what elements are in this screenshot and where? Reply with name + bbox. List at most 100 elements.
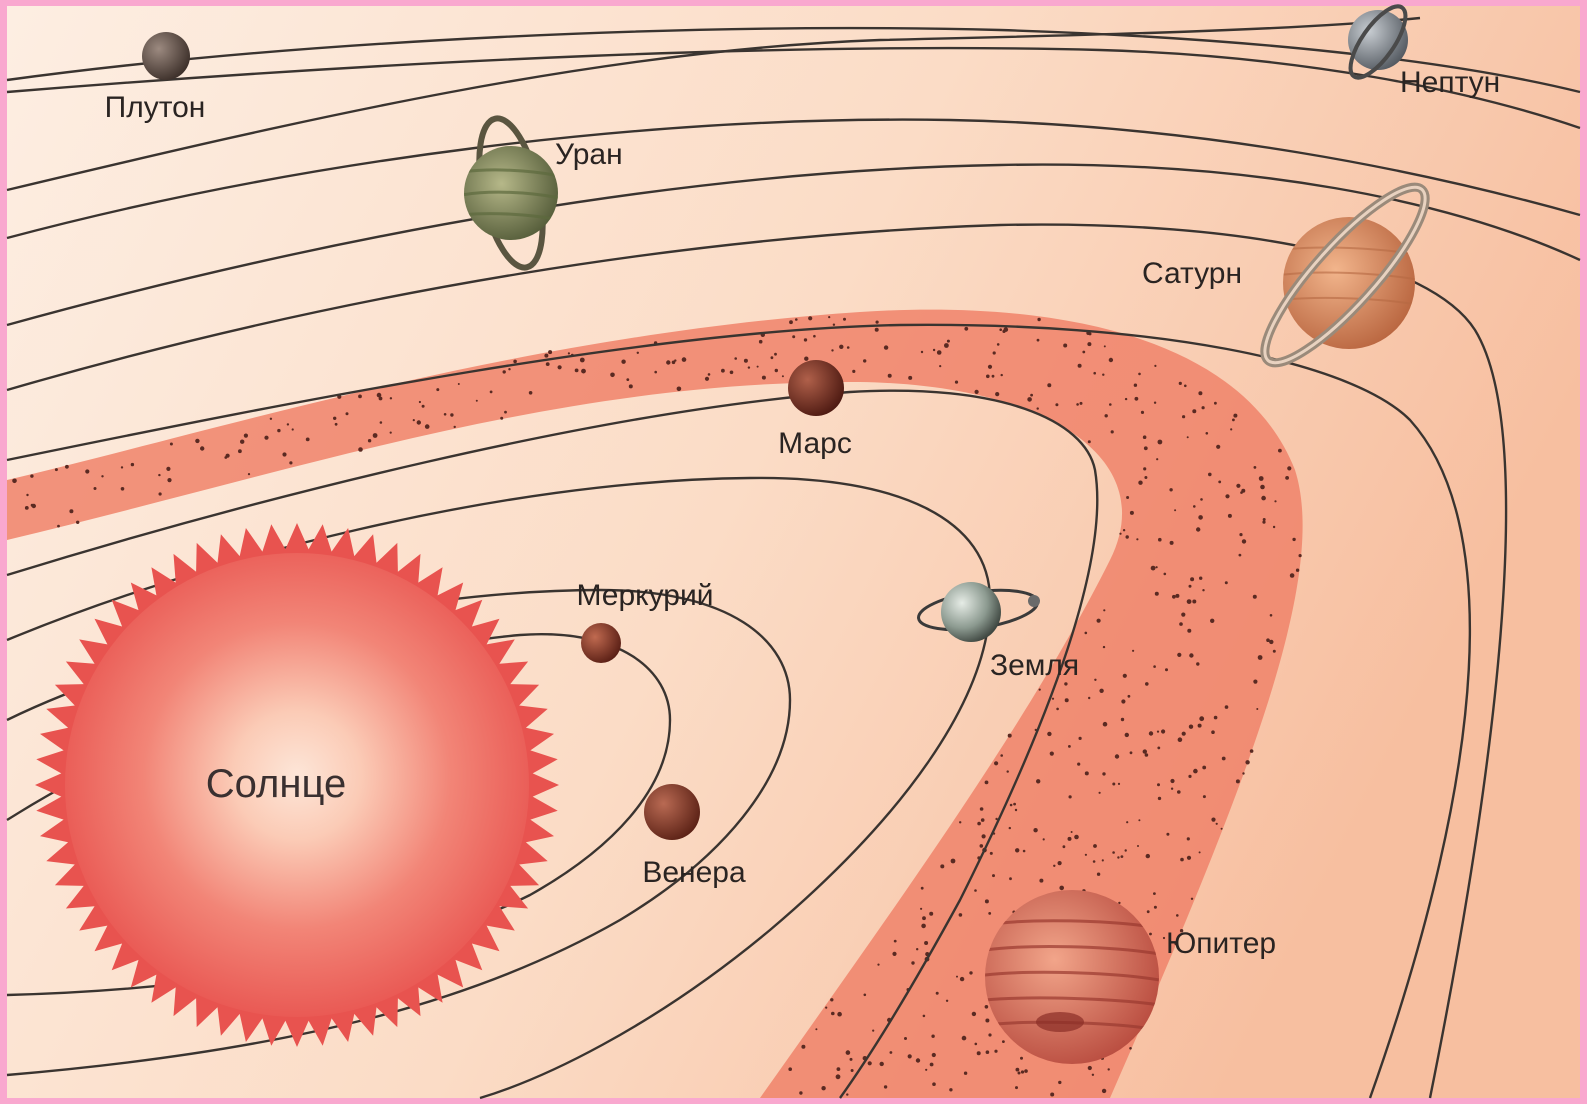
asteroid-dot xyxy=(390,397,392,399)
asteroid-dot xyxy=(1270,614,1273,617)
asteroid-dot xyxy=(951,859,956,864)
asteroid-dot xyxy=(1149,731,1153,735)
asteroid-dot xyxy=(1079,737,1082,740)
asteroid-dot xyxy=(933,349,935,351)
asteroid-dot xyxy=(458,383,460,385)
asteroid-dot xyxy=(828,316,830,318)
mars-label: Марс xyxy=(778,427,852,460)
asteroid-dot xyxy=(1125,733,1129,737)
asteroid-dot xyxy=(1170,779,1174,783)
asteroid-dot xyxy=(1023,850,1026,853)
asteroid-dot xyxy=(1179,382,1182,385)
asteroid-dot xyxy=(1179,622,1183,626)
asteroid-dot xyxy=(1211,730,1215,734)
asteroid-dot xyxy=(1158,538,1162,542)
asteroid-dot xyxy=(1047,732,1051,736)
asteroid-dot xyxy=(788,1067,792,1071)
moon-icon xyxy=(1028,595,1040,607)
asteroid-dot xyxy=(1085,771,1089,775)
asteroid-dot xyxy=(1136,538,1138,540)
asteroid-dot xyxy=(380,421,383,424)
asteroid-dot xyxy=(1196,527,1200,531)
asteroid-dot xyxy=(1258,655,1263,660)
neptune-label: Нептун xyxy=(1400,66,1500,99)
asteroid-dot xyxy=(1074,835,1079,840)
asteroid-dot xyxy=(504,411,507,414)
jupiter-great-red-spot xyxy=(1036,1012,1084,1032)
asteroid-dot xyxy=(1050,752,1054,756)
asteroid-dot xyxy=(929,912,933,916)
asteroid-dot xyxy=(30,474,33,477)
asteroid-dot xyxy=(908,376,912,380)
asteroid-dot xyxy=(454,426,456,428)
asteroid-dot xyxy=(864,994,867,997)
asteroid-dot xyxy=(1015,1086,1018,1089)
asteroid-dot xyxy=(85,469,89,473)
jupiter-label: Юпитер xyxy=(1166,927,1276,960)
asteroid-dot xyxy=(1189,653,1193,657)
asteroid-dot xyxy=(1176,914,1179,917)
asteroid-dot xyxy=(170,443,173,446)
asteroid-dot xyxy=(1149,933,1152,936)
asteroid-dot xyxy=(335,423,338,426)
asteroid-dot xyxy=(795,318,798,321)
asteroid-dot xyxy=(1059,886,1064,891)
asteroid-dot xyxy=(762,376,766,380)
asteroid-dot xyxy=(1199,851,1201,853)
asteroid-dot xyxy=(1063,344,1067,348)
asteroid-dot xyxy=(422,405,425,408)
asteroid-dot xyxy=(843,318,846,321)
asteroid-dot xyxy=(1104,345,1106,347)
asteroid-dot xyxy=(450,413,453,416)
asteroid-dot xyxy=(877,964,879,966)
asteroid-dot xyxy=(1240,491,1243,494)
asteroid-dot xyxy=(31,504,34,507)
asteroid-dot xyxy=(836,1074,841,1079)
asteroid-dot xyxy=(1093,860,1096,863)
asteroid-dot xyxy=(94,487,97,490)
asteroid-dot xyxy=(868,1061,872,1065)
asteroid-dot xyxy=(666,360,670,364)
asteroid-dot xyxy=(946,1000,948,1002)
asteroid-dot xyxy=(969,971,972,974)
asteroid-dot xyxy=(708,373,711,376)
asteroid-dot xyxy=(923,1015,926,1018)
sun-label: Солнце xyxy=(206,762,346,806)
asteroid-dot xyxy=(931,1035,934,1038)
asteroid-dot xyxy=(985,1005,989,1009)
asteroid-dot xyxy=(1253,680,1257,684)
asteroid-dot xyxy=(1020,1057,1023,1060)
asteroid-dot xyxy=(121,487,125,491)
asteroid-dot xyxy=(981,818,985,822)
asteroid-dot xyxy=(1208,473,1212,477)
asteroid-dot xyxy=(1156,566,1158,568)
asteroid-dot xyxy=(1123,529,1125,531)
asteroid-dot xyxy=(1126,496,1129,499)
asteroid-dot xyxy=(1274,500,1276,502)
asteroid-dot xyxy=(637,352,639,354)
asteroid-dot xyxy=(1105,414,1108,417)
asteroid-dot xyxy=(277,429,280,432)
asteroid-dot xyxy=(1018,1072,1021,1075)
asteroid-dot xyxy=(289,461,292,464)
asteroid-dot xyxy=(1132,650,1134,652)
asteroid-dot xyxy=(1043,838,1045,840)
asteroid-dot xyxy=(444,413,447,416)
asteroid-dot xyxy=(248,473,250,475)
asteroid-dot xyxy=(1080,402,1083,405)
asteroid-dot xyxy=(999,328,1002,331)
asteroid-dot xyxy=(1085,632,1088,635)
asteroid-dot xyxy=(1121,718,1124,721)
asteroid-dot xyxy=(55,468,58,471)
asteroid-dot xyxy=(1147,910,1150,913)
asteroid-dot xyxy=(921,351,923,353)
earth-label: Земля xyxy=(990,649,1079,682)
asteroid-dot xyxy=(1146,854,1150,858)
asteroid-dot xyxy=(1050,1093,1054,1097)
asteroid-dot xyxy=(1210,619,1214,623)
asteroid-dot xyxy=(1155,592,1159,596)
asteroid-dot xyxy=(1030,394,1033,397)
asteroid-dot xyxy=(682,357,687,362)
asteroid-dot xyxy=(1242,772,1244,774)
asteroid-dot xyxy=(200,446,204,450)
